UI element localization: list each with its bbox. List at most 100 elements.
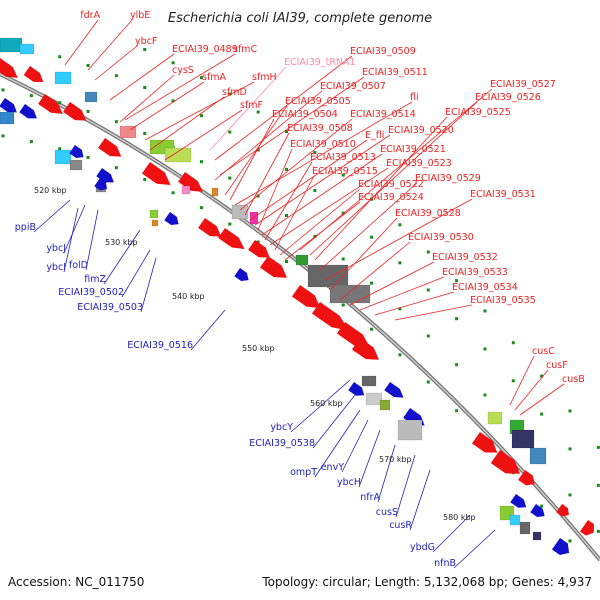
tick-dot xyxy=(341,211,345,215)
tick-dot xyxy=(171,99,175,103)
reverse-gene-label: ybcY xyxy=(270,422,293,433)
forward-gene-leader-line xyxy=(219,76,365,176)
reverse-gene-arrow xyxy=(69,145,84,159)
tick-dot xyxy=(398,223,402,227)
tick-dot xyxy=(370,235,374,239)
reverse-gene-leader-line xyxy=(103,229,141,285)
reverse-gene-leader-line xyxy=(341,419,369,473)
tick-dot xyxy=(483,347,487,351)
reverse-gene-label: ompT xyxy=(290,467,317,478)
forward-gene-label: ECIAI39_0535 xyxy=(470,295,536,306)
tick-dot xyxy=(285,214,288,217)
accession-text: Accession: NC_011750 xyxy=(8,575,144,589)
forward-gene-leader-line xyxy=(249,139,368,221)
forward-gene-leader-line xyxy=(519,383,565,416)
forward-gene-label: ECIAI39_0526 xyxy=(475,92,541,103)
forward-gene-arrow xyxy=(141,162,171,185)
gene-feature-block xyxy=(84,91,98,103)
tick-dot xyxy=(143,85,147,89)
tick-dot xyxy=(256,110,260,114)
tick-dot xyxy=(455,409,459,413)
reverse-gene-leader-line xyxy=(63,207,79,273)
tick-dot xyxy=(171,191,175,195)
gene-feature-block xyxy=(509,514,521,526)
forward-gene-arrow xyxy=(38,94,63,114)
forward-gene-label: ECIAI39_0531 xyxy=(470,189,536,200)
reverse-gene-arrow xyxy=(530,504,545,518)
reverse-gene-label: nfnB xyxy=(434,558,456,569)
forward-gene-arrow xyxy=(63,102,87,121)
forward-gene-label: cusB xyxy=(562,374,585,385)
forward-gene-leader-line xyxy=(239,118,353,211)
forward-gene-leader-line xyxy=(319,182,418,271)
tick-dot xyxy=(171,61,175,65)
forward-gene-leader-line xyxy=(394,304,473,321)
tick-dot xyxy=(426,334,430,338)
reverse-gene-label: nfrA xyxy=(360,492,380,503)
reverse-gene-arrow xyxy=(348,382,365,396)
reverse-gene-leader-line xyxy=(377,444,396,503)
forward-gene-arrow xyxy=(490,450,520,474)
forward-gene-leader-line xyxy=(94,45,138,81)
gene-feature-block xyxy=(0,37,23,53)
kbp-scale-label: 580 kbp xyxy=(443,513,476,522)
tick-dot xyxy=(398,261,402,265)
forward-gene-leader-line xyxy=(329,217,398,291)
tick-dot xyxy=(228,222,232,226)
gene-feature-block xyxy=(532,531,542,541)
tick-dot xyxy=(199,114,203,118)
gene-feature-block xyxy=(0,111,15,125)
forward-gene-label: ECIAI39_0511 xyxy=(362,67,428,78)
gene-feature-block xyxy=(295,254,309,266)
forward-gene-leader-line xyxy=(264,161,313,241)
forward-gene-leader-line xyxy=(149,96,225,151)
forward-gene-arrow xyxy=(556,504,569,517)
tick-dot xyxy=(228,176,232,180)
kbp-scale-label: 570 kbp xyxy=(379,455,412,464)
forward-gene-arrow xyxy=(0,58,18,78)
forward-gene-arrow xyxy=(291,285,321,308)
forward-gene-arrow xyxy=(178,172,203,192)
forward-gene-label: ECIAI39_0534 xyxy=(452,282,518,293)
kbp-scale-label: 530 kbp xyxy=(105,238,138,247)
gene-feature-block xyxy=(519,521,531,535)
tick-dot xyxy=(285,168,288,171)
tick-dot xyxy=(313,151,317,155)
forward-gene-label: ECIAI39_0528 xyxy=(395,208,461,219)
reverse-gene-leader-line xyxy=(395,454,416,518)
reverse-gene-label: ECIAI39_0516 xyxy=(127,340,193,351)
forward-gene-label: cusF xyxy=(546,360,568,371)
genome-stats-text: Topology: circular; Length: 5,132,068 bp… xyxy=(261,575,592,589)
forward-gene-label: ECIAI39_0525 xyxy=(445,107,511,118)
tick-dot xyxy=(114,120,118,124)
tick-dot xyxy=(256,194,260,198)
gene-feature-block xyxy=(397,419,423,441)
tick-dot xyxy=(285,260,288,263)
tick-dot xyxy=(426,250,430,254)
gene-feature-block xyxy=(529,447,547,465)
gene-feature-block xyxy=(511,429,535,449)
gene-feature-block xyxy=(149,209,159,219)
gene-feature-block xyxy=(249,211,259,225)
reverse-gene-leader-line xyxy=(85,209,99,271)
reverse-gene-arrow xyxy=(19,104,37,119)
tick-dot xyxy=(228,92,232,96)
tick-dot xyxy=(370,327,374,331)
forward-gene-label: ECIAI39_0523 xyxy=(386,158,452,169)
tick-dot xyxy=(426,288,430,292)
tick-dot xyxy=(29,94,33,98)
forward-gene-leader-line xyxy=(514,369,549,411)
tick-dot xyxy=(86,155,90,159)
map-title: Escherichia coli IAI39, complete genome xyxy=(168,11,432,26)
forward-gene-leader-line xyxy=(261,153,383,236)
reverse-gene-label: ppiB xyxy=(15,222,36,233)
forward-gene-label: sfmH xyxy=(252,72,277,83)
tick-dot xyxy=(143,177,147,181)
tick-dot xyxy=(568,539,572,543)
forward-gene-leader-line xyxy=(509,355,535,406)
forward-gene-leader-line xyxy=(309,101,478,256)
reverse-gene-label: folD xyxy=(69,260,88,271)
forward-gene-label: ECIAI39_0515 xyxy=(312,166,378,177)
gene-feature-block xyxy=(365,392,383,406)
